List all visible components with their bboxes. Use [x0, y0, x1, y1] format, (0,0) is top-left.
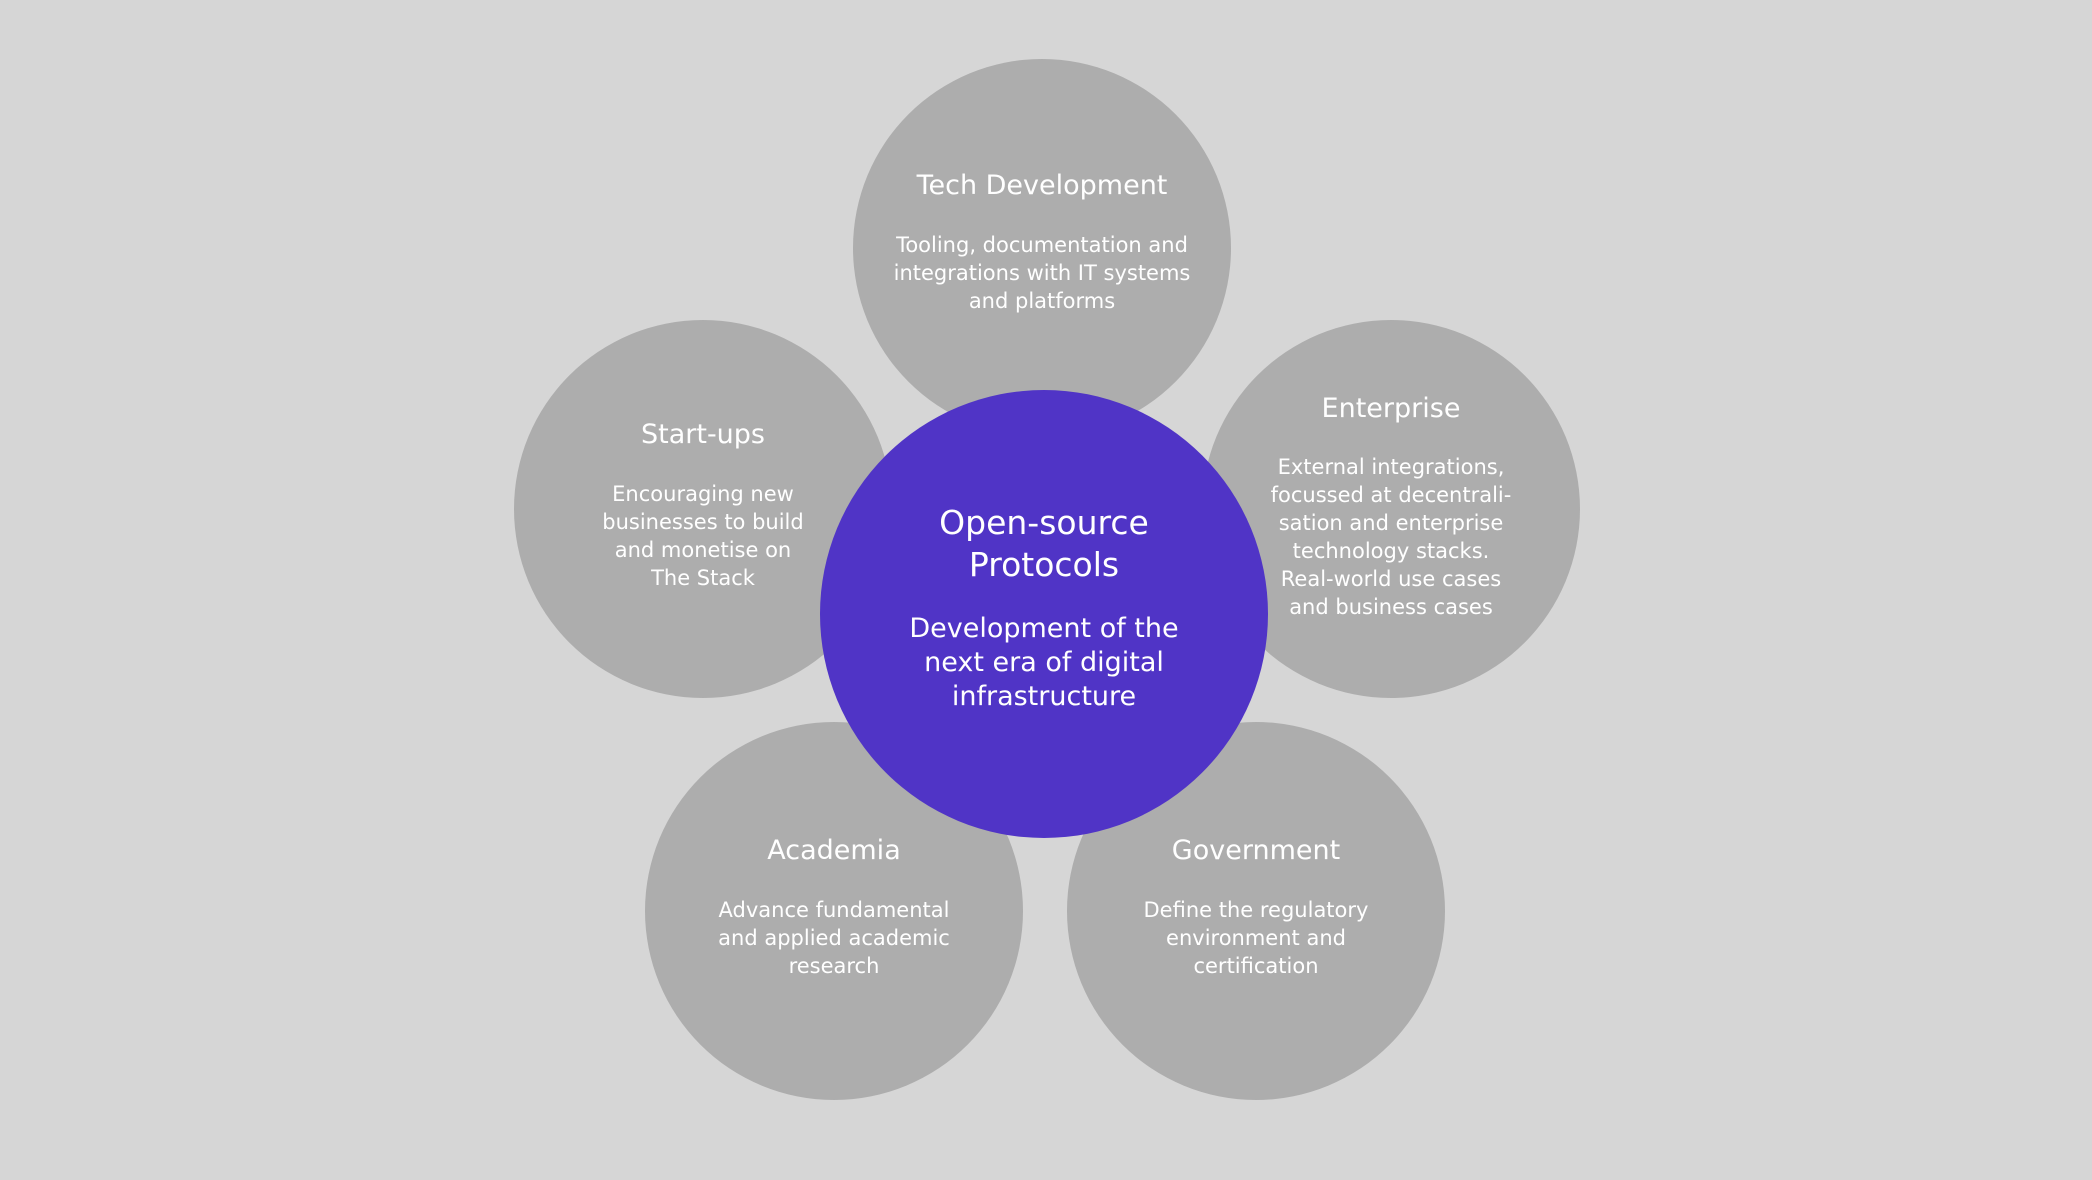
node-description: Define the regulatory environment and ce…: [1143, 898, 1369, 978]
node-title: Government: [1171, 835, 1341, 866]
hub-description: Development of the next era of digital i…: [909, 613, 1179, 712]
node-title: Academia: [767, 835, 901, 866]
node-title: Enterprise: [1321, 393, 1461, 424]
node-description: Tooling, documentation and integrations …: [893, 233, 1191, 313]
hub-open-source-protocols: Open-source Protocols Development of the…: [820, 390, 1268, 838]
hub-title: Open-source Protocols: [939, 503, 1149, 584]
node-enterprise: Enterprise External integrations, focuss…: [1202, 320, 1580, 698]
node-start-ups: Start-ups Encouraging new businesses to …: [514, 320, 892, 698]
node-title: Start-ups: [640, 419, 766, 450]
node-description: External integrations, focussed at decen…: [1270, 455, 1512, 619]
node-description: Encouraging new businesses to build and …: [602, 482, 804, 590]
node-government: Government Define the regulatory environ…: [1067, 722, 1445, 1100]
node-title: Tech Development: [916, 170, 1168, 201]
node-description: Advance fundamental and applied academic…: [718, 898, 950, 978]
node-tech-development: Tech Development Tooling, documentation …: [853, 59, 1231, 437]
